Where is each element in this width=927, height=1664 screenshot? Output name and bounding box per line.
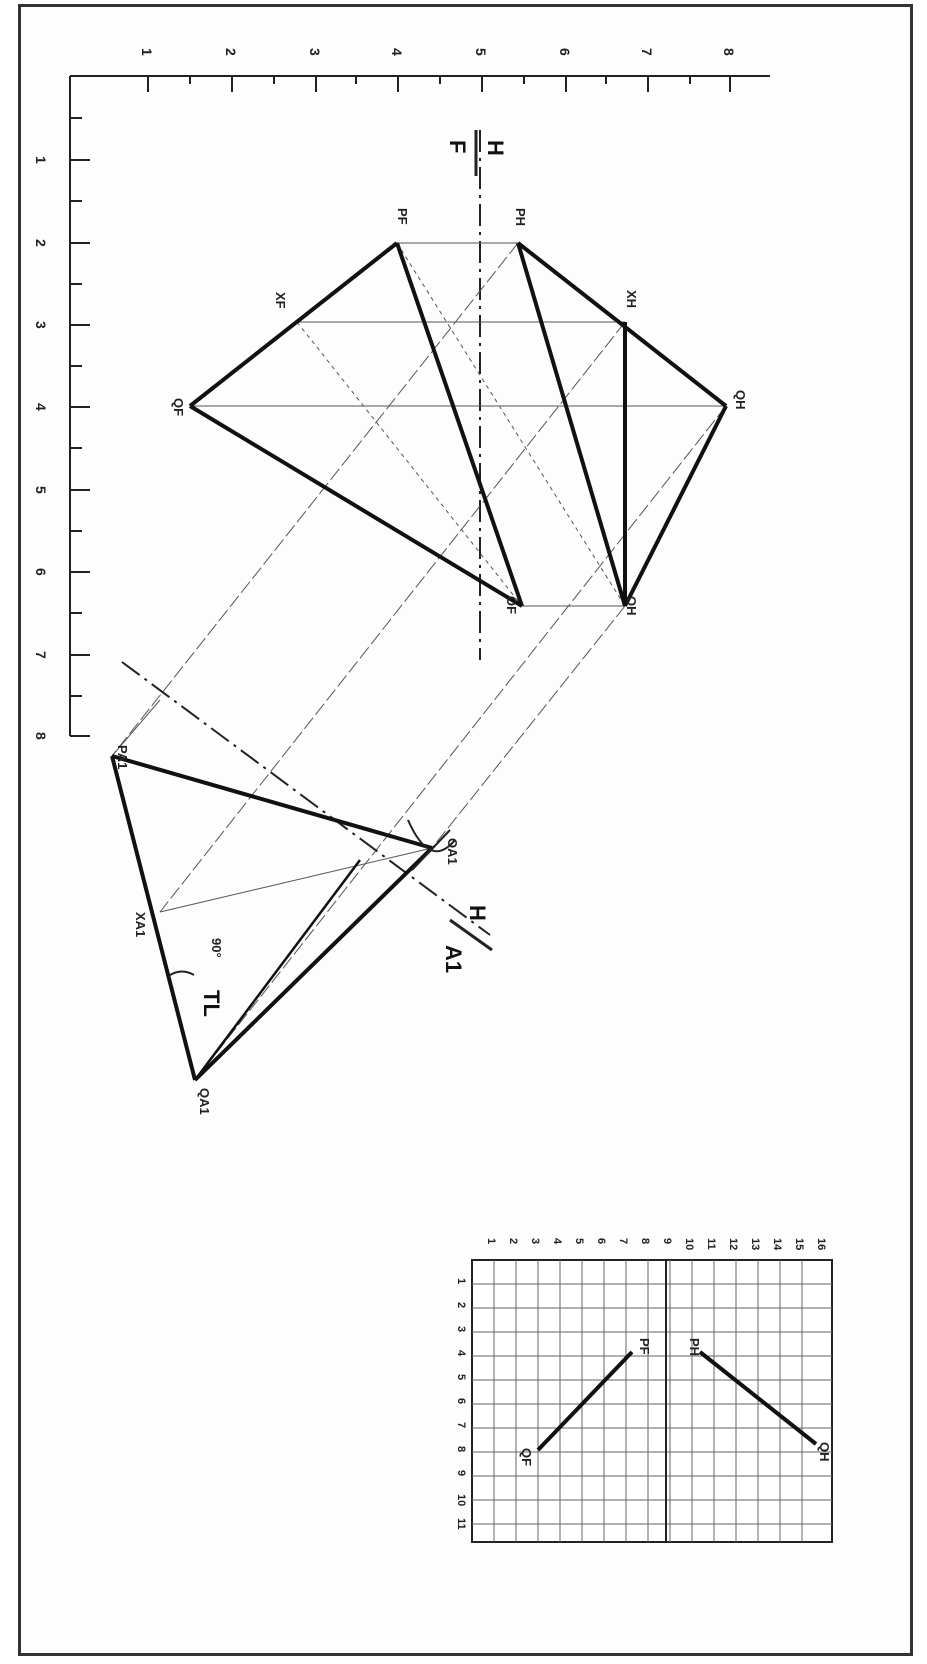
label-qa1: QA1 [197,1088,212,1115]
left-tick-2: 2 [33,239,49,247]
label-pa1: PA1 [115,745,130,769]
inset-row-label: 1 [455,1278,467,1284]
arc-marks [169,819,456,976]
inset-row-label: 11 [455,1518,467,1530]
top-tick-2: 2 [223,48,239,56]
top-tick-7: 7 [639,48,655,56]
inset-row-label: 8 [455,1446,467,1452]
left-tick-4: 4 [33,403,49,411]
inset-row-label: 5 [455,1374,467,1380]
label-oh: OH [624,596,639,616]
inset-col-label: 6 [595,1238,607,1244]
horizontal-view-object [516,241,728,607]
label-xf: XF [273,292,288,309]
label-pf: PF [395,208,410,225]
inset-col-label: 7 [617,1238,629,1244]
fold-line-hf: H F [445,130,508,660]
label-xa1: XA1 [133,912,148,937]
inset-row-label: 10 [455,1494,467,1506]
projection-lines [111,242,727,1081]
top-scale: 1 2 3 4 5 6 7 8 [70,48,770,92]
label-ph: PH [513,208,528,226]
inset-row-label: 9 [455,1470,467,1476]
left-tick-5: 5 [33,486,49,494]
fold-label-f: F [445,140,470,153]
label-xh: XH [624,290,639,308]
inset-col-label: 2 [507,1238,519,1244]
left-tick-1: 1 [33,156,49,164]
top-tick-8: 8 [721,48,737,56]
inset-col-label: 10 [683,1238,695,1250]
frontal-view-object [188,241,524,608]
left-tick-7: 7 [33,651,49,659]
top-tick-4: 4 [389,48,405,56]
top-tick-6: 6 [557,48,573,56]
inset-col-label: 12 [727,1238,739,1250]
inset-label-pf: PF [637,1338,652,1355]
fold-label-a1: A1 [441,945,466,973]
auxiliary-view-object [110,754,434,1082]
inset-row-label: 4 [455,1350,467,1357]
left-scale: 1 2 3 4 5 6 7 8 [33,76,90,740]
inset-label-ph: PH [687,1338,702,1356]
fold-line-ha1: H A1 [121,661,493,973]
inset-row-label: 7 [455,1422,467,1428]
fold-label-h: H [483,140,508,156]
label-of: OF [504,596,519,614]
inset-col-label: 16 [815,1238,827,1250]
label-qh: QH [733,390,748,410]
label-qf: QF [171,398,186,416]
inset-row-labels: 1 2 3 4 5 6 7 8 9 10 11 [455,1278,467,1530]
inset-col-label: 3 [529,1238,541,1244]
left-tick-8: 8 [33,732,49,740]
inset-col-label: 1 [485,1238,497,1244]
true-length-label: TL [199,990,224,1017]
left-tick-6: 6 [33,568,49,576]
top-tick-5: 5 [473,48,489,56]
label-oa1: OA1 [445,838,460,865]
angle-label: 90° [209,938,224,958]
point-labels: PF PH XF XH QF QH OF OH PA1 OA1 XA1 QA1 … [115,208,748,1115]
top-tick-3: 3 [307,48,323,56]
inset-grid: PF PH QF QH [471,1259,833,1543]
inset-col-label: 13 [749,1238,761,1250]
top-tick-1: 1 [139,48,155,56]
inset-col-label: 11 [705,1238,717,1250]
left-tick-3: 3 [33,321,49,329]
inset-label-qf: QF [519,1448,534,1466]
inset-row-label: 6 [455,1398,467,1404]
inset-col-label: 5 [573,1238,585,1244]
fold-label-h2: H [465,905,490,921]
inset-col-label: 8 [639,1238,651,1244]
inset-row-label: 3 [455,1326,467,1332]
inset-col-label: 14 [771,1238,783,1251]
inset-col-label: 9 [661,1238,673,1244]
inset-col-label: 4 [551,1238,563,1245]
inset-row-label: 2 [455,1302,467,1308]
inset-label-qh: QH [817,1442,832,1462]
inset-col-label: 15 [793,1238,805,1250]
